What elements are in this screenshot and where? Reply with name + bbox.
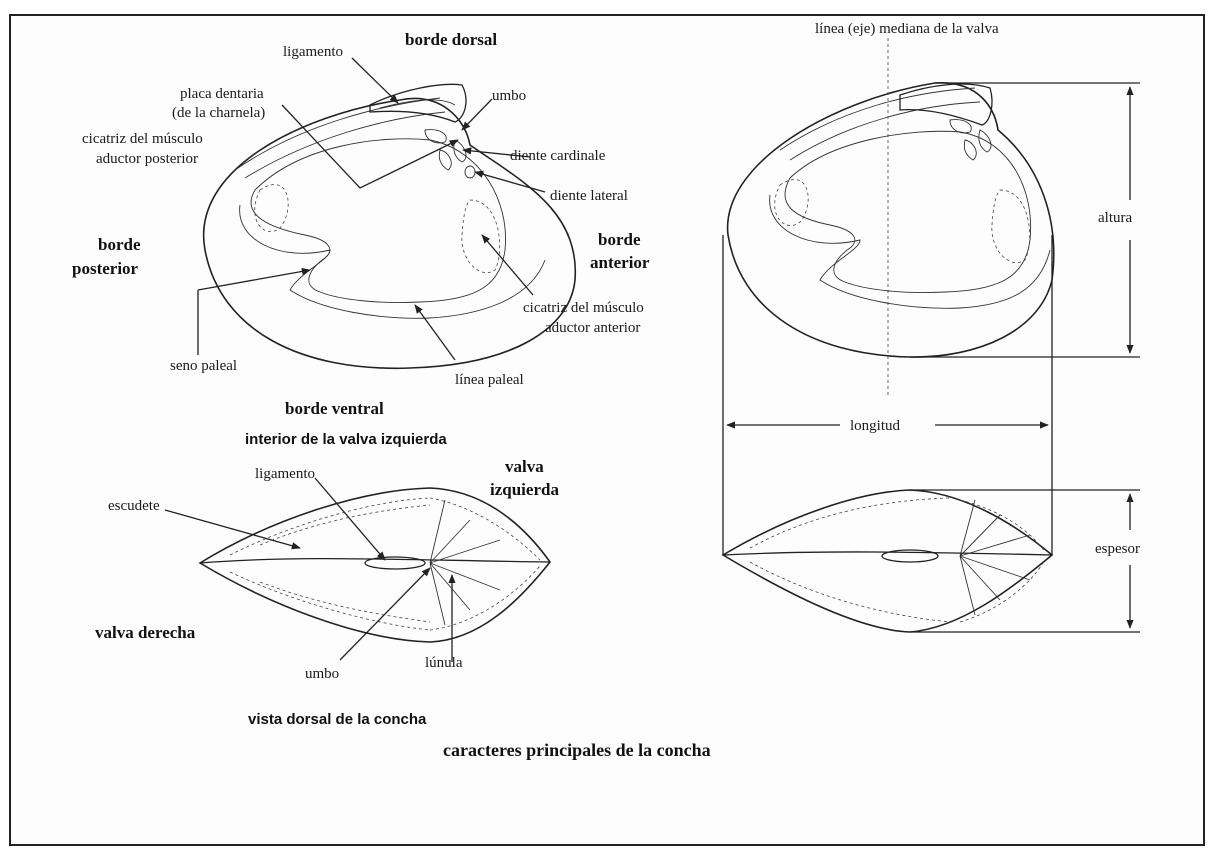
interior-right-valve (728, 83, 1054, 357)
label-valva-izquierda-2: izquierda (490, 480, 559, 499)
label-borde-anterior-2: anterior (590, 253, 650, 272)
label-umbo-bottom: umbo (305, 666, 339, 682)
label-valva-derecha: valva derecha (95, 623, 196, 642)
label-borde-posterior-1: borde (98, 235, 141, 254)
label-seno-paleal: seno paleal (170, 358, 237, 374)
label-borde-anterior-1: borde (598, 230, 641, 249)
label-cicatriz-anterior-2: aductor anterior (545, 320, 640, 336)
label-lunula: lúnula (425, 655, 463, 671)
dorsal-view-right (723, 490, 1052, 632)
label-borde-dorsal: borde dorsal (405, 30, 497, 49)
label-linea-mediana: línea (eje) mediana de la valva (815, 21, 999, 37)
label-cicatriz-anterior-1: cicatriz del músculo (523, 300, 644, 316)
label-ligamento-top: ligamento (283, 44, 343, 60)
label-espesor: espesor (1095, 541, 1140, 557)
dimension-lines (723, 83, 1140, 632)
label-altura: altura (1098, 210, 1132, 226)
label-borde-posterior-2: posterior (72, 259, 139, 278)
label-vista-dorsal: vista dorsal de la concha (248, 711, 427, 728)
label-cicatriz-posterior-1: cicatriz del músculo (82, 131, 203, 147)
label-placa-dentaria: placa dentaria (180, 86, 264, 102)
label-borde-ventral: borde ventral (285, 399, 384, 418)
label-longitud: longitud (850, 418, 901, 434)
label-cicatriz-posterior-2: aductor posterior (96, 151, 198, 167)
label-valva-izquierda-1: valva (505, 457, 544, 476)
dorsal-view-left (165, 478, 550, 662)
label-escudete: escudete (108, 498, 160, 514)
interior-left-valve (204, 84, 576, 368)
label-diente-cardinale: diente cardinale (510, 148, 606, 164)
caption: caracteres principales de la concha (443, 740, 711, 760)
label-de-la-charnela: (de la charnela) (172, 105, 265, 121)
label-linea-paleal: línea paleal (455, 372, 524, 388)
label-diente-lateral: diente lateral (550, 188, 628, 204)
label-interior-valva: interior de la valva izquierda (245, 431, 447, 448)
label-ligamento-bottom: ligamento (255, 466, 315, 482)
label-umbo-top: umbo (492, 88, 526, 104)
